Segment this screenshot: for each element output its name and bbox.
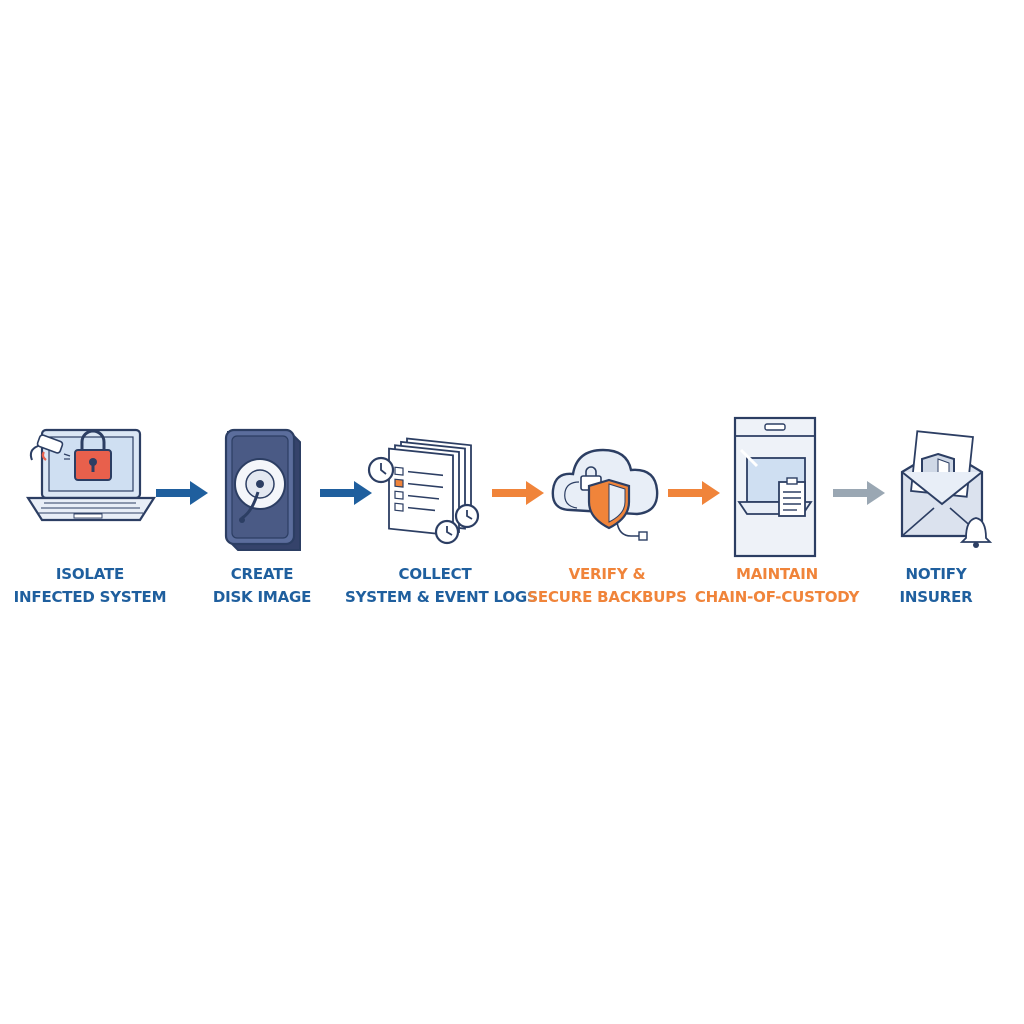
step-label: MAINTAIN CHAIN-OF-CUSTODY <box>687 563 867 609</box>
step-label-line-1: COLLECT <box>398 565 472 583</box>
step-label: ISOLATE INFECTED SYSTEM <box>0 563 180 609</box>
step-label: COLLECT SYSTEM & EVENT LOGS <box>345 563 538 609</box>
step-label-line-2: SECURE BACKBUPS <box>527 588 687 606</box>
step-label-line-2: DISK IMAGE <box>212 588 312 606</box>
flow-arrow-4 <box>666 478 722 508</box>
step-label-line-1: NOTIFY <box>905 565 967 583</box>
step-label: CREATE DISK IMAGE <box>172 563 352 609</box>
flow-arrow-1 <box>154 478 210 508</box>
step-label-line-1: CREATE <box>230 565 294 583</box>
step-label-line-2: INSURER <box>899 588 973 606</box>
step-label-line-1: VERIFY & <box>568 565 646 583</box>
flow-arrow-3 <box>490 478 546 508</box>
flow-arrow-5 <box>831 478 887 508</box>
envelope-shield-icon <box>900 430 993 548</box>
step-label-line-1: ISOLATE <box>55 565 125 583</box>
flow-arrow-2 <box>318 478 374 508</box>
step-label-line-2: INFECTED SYSTEM <box>13 588 167 606</box>
step-label-line-2: SYSTEM & EVENT LOGS <box>345 588 538 606</box>
step-label-line-2: CHAIN-OF-CUSTODY <box>694 588 860 606</box>
hard-drive-icon <box>224 428 301 551</box>
step-label: VERIFY & SECURE BACKBUPS <box>517 563 697 609</box>
log-documents-icon <box>367 437 480 545</box>
step-label: NOTIFY INSURER <box>846 563 1024 609</box>
step-label-line-1: MAINTAIN <box>736 565 818 583</box>
padlock-laptop-icon <box>25 428 157 522</box>
evidence-bag-icon <box>733 416 817 558</box>
cloud-shield-icon <box>551 448 659 541</box>
